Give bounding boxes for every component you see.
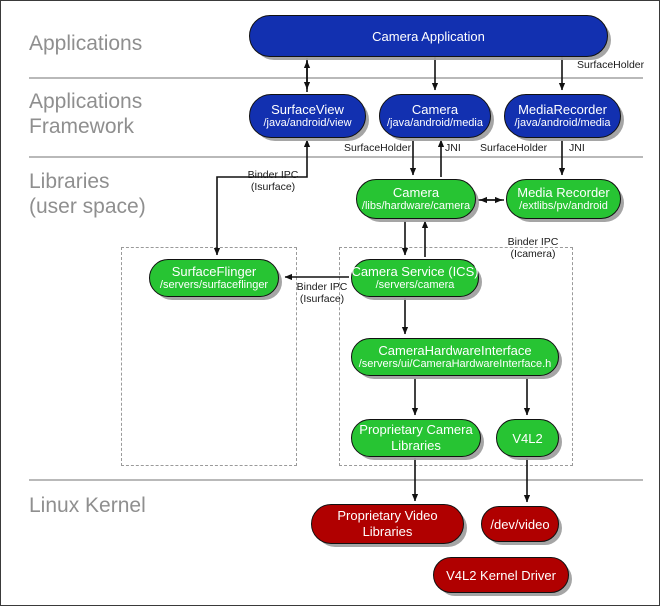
node-camera-service[interactable]: Camera Service (ICS) /servers/camera (351, 259, 479, 297)
node-camera-application[interactable]: Camera Application (249, 15, 608, 57)
node-subtitle: /java/android/view (263, 117, 352, 129)
node-title: Camera Service (ICS) (351, 264, 479, 279)
edge-label-binder-ipc-isurface-top: Binder IPC (Isurface) (247, 169, 299, 193)
node-media-recorder-lib[interactable]: Media Recorder /extlibs/pv/android (506, 179, 621, 219)
surfaceflinger-region (121, 247, 297, 466)
node-surfaceflinger[interactable]: SurfaceFlinger /servers/surfaceflinger (149, 259, 279, 297)
node-title: Camera (392, 185, 440, 200)
node-subtitle: /java/android/media (386, 117, 483, 129)
node-proprietary-video-libraries[interactable]: Proprietary Video Libraries (311, 504, 464, 544)
divider-kernel (29, 479, 643, 481)
edge-label-binder-ipc-icamera: Binder IPC (Icamera) (507, 236, 559, 260)
node-proprietary-camera-libraries[interactable]: Proprietary Camera Libraries (351, 419, 481, 457)
node-subtitle: /servers/camera (375, 279, 455, 291)
node-title: Proprietary Camera Libraries (359, 422, 473, 453)
band-label-applications-framework: Applications Framework (29, 90, 143, 138)
edge-label-jni-camera: JNI (445, 142, 461, 154)
node-title: SurfaceView (271, 102, 344, 117)
node-title: CameraHardwareInterface (378, 343, 532, 358)
node-title: Media Recorder (517, 185, 610, 200)
node-surfaceview[interactable]: SurfaceView /java/android/view (249, 94, 366, 138)
node-camera-lib[interactable]: Camera /libs/hardware/camera (356, 179, 476, 219)
node-subtitle: /extlibs/pv/android (519, 200, 608, 212)
edge-label-surfaceholder-app-mediarecorder: SurfaceHolder (577, 59, 645, 71)
band-label-linux-kernel: Linux Kernel (29, 494, 146, 517)
node-dev-video[interactable]: /dev/video (481, 506, 559, 542)
node-title: MediaRecorder (518, 102, 607, 117)
node-subtitle: /servers/ui/CameraHardwareInterface.h (358, 358, 552, 370)
edge-label-surfaceholder-camera: SurfaceHolder (344, 142, 412, 154)
edge-label-jni-mediarecorder: JNI (569, 142, 585, 154)
node-v4l2-kernel-driver[interactable]: V4L2 Kernel Driver (433, 557, 569, 593)
node-title: Proprietary Video Libraries (337, 508, 438, 539)
band-label-applications: Applications (29, 32, 143, 55)
node-title: SurfaceFlinger (171, 264, 257, 279)
node-title: /dev/video (490, 516, 550, 532)
band-label-libraries: Libraries (user space) (29, 170, 146, 218)
edge-label-surfaceholder-mediarecorder: SurfaceHolder (480, 142, 548, 154)
node-subtitle: /libs/hardware/camera (361, 200, 471, 212)
node-mediarecorder[interactable]: MediaRecorder /java/android/media (504, 94, 621, 138)
divider-framework (29, 156, 643, 158)
node-camerahardwareinterface[interactable]: CameraHardwareInterface /servers/ui/Came… (351, 338, 559, 376)
node-subtitle: /java/android/media (514, 117, 611, 129)
node-title: Camera Application (372, 28, 485, 44)
node-title: Camera (411, 102, 459, 117)
node-v4l2[interactable]: V4L2 (496, 419, 559, 457)
node-subtitle: /servers/surfaceflinger (159, 279, 269, 291)
divider-applications (29, 77, 643, 79)
camera-service-region (339, 247, 573, 466)
node-title: V4L2 (512, 430, 543, 446)
node-title: V4L2 Kernel Driver (446, 567, 556, 583)
edge-label-binder-ipc-isurface-service: Binder IPC (Isurface) (296, 281, 348, 305)
node-camera-java[interactable]: Camera /java/android/media (379, 94, 491, 138)
